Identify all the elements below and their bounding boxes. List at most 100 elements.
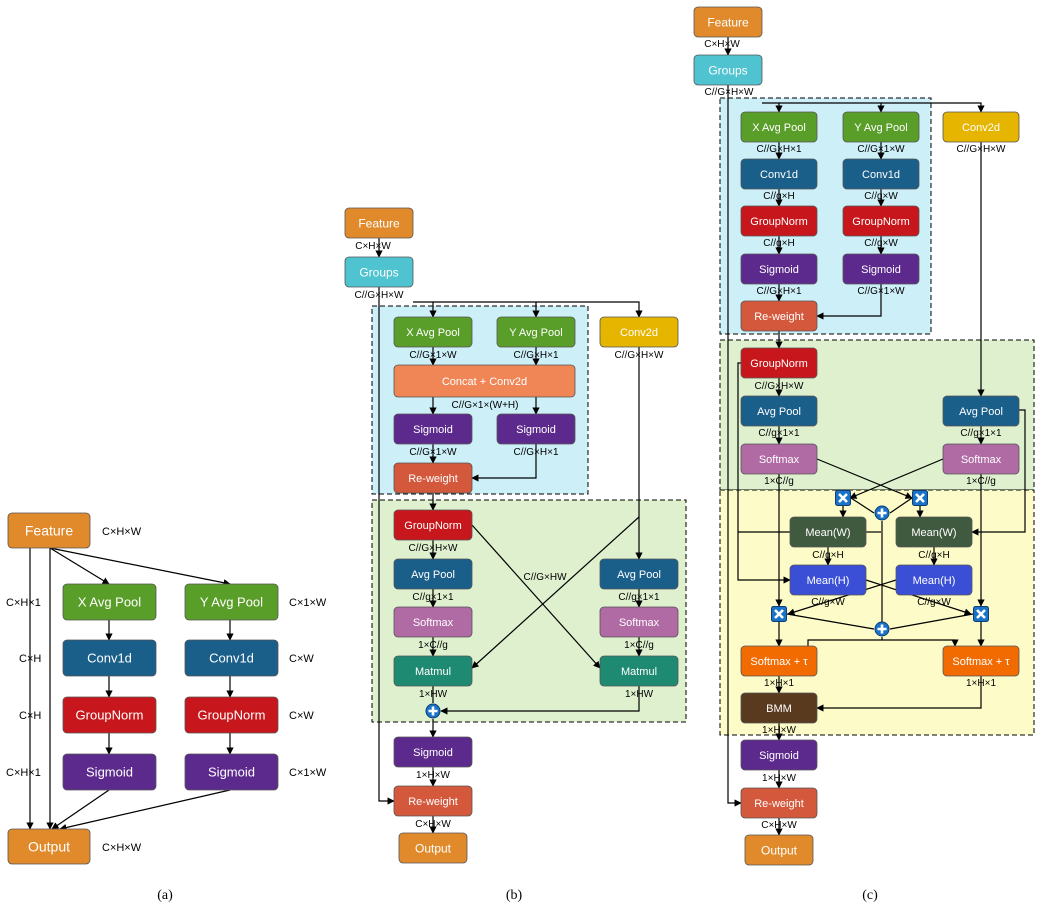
b-feature-label: Feature — [358, 216, 400, 230]
a-conv1d-left-label: Conv1d — [87, 651, 132, 666]
c-mean-w-left: Mean(W) — [789, 516, 867, 548]
b-x-avg-pool: X Avg Pool — [393, 316, 473, 348]
c-softmax-tau-right: Softmax + τ — [942, 645, 1020, 677]
c-sigmoid-bottom: Sigmoid — [740, 739, 818, 771]
b-softmax-right-label: Softmax — [619, 617, 660, 629]
multiply-icon — [835, 490, 851, 506]
b-matmul-left: Matmul — [393, 655, 473, 687]
a-groupnorm-left: GroupNorm — [62, 696, 157, 734]
b-groups-label: Groups — [359, 265, 398, 279]
b-dim-feature: C×H×W — [355, 241, 391, 252]
b-matmul-left-label: Matmul — [415, 666, 451, 678]
b-dim-groups: C//G×H×W — [355, 290, 404, 301]
arrow — [51, 789, 110, 830]
b-dim-mat-right: 1×HW — [625, 689, 654, 700]
b-avgpool-left: Avg Pool — [393, 558, 473, 590]
a-groupnorm-right-label: GroupNorm — [198, 708, 266, 723]
b-dim-soft-left: 1×C//g — [418, 640, 448, 651]
b-sigmoid-bottom-label: Sigmoid — [413, 747, 453, 759]
a-dim-left-conv: C×H — [19, 653, 41, 665]
a-y-avg-pool-label: Y Avg Pool — [200, 595, 263, 610]
a-dim-right-sig: C×1×W — [289, 767, 327, 779]
c-dim-meanh-right: C//g×W — [917, 597, 951, 608]
c-softmax-tau-right-label: Softmax + τ — [952, 656, 1010, 668]
b-reweight-bottom-label: Re-weight — [408, 796, 458, 808]
c-dim-avg-right: C//g×1×1 — [960, 428, 1002, 439]
c-sigmoid-right: Sigmoid — [842, 253, 920, 285]
c-avgpool-right-label: Avg Pool — [959, 406, 1003, 418]
c-y-avg-pool-label: Y Avg Pool — [854, 122, 907, 134]
a-dim-right-conv: C×W — [289, 653, 314, 665]
c-conv1d-right-label: Conv1d — [862, 169, 900, 181]
arrow — [440, 686, 640, 715]
b-sigmoid-right-label: Sigmoid — [516, 424, 556, 436]
c-dim-sig-right: C//G×1×W — [857, 286, 905, 297]
c-reweight-bottom: Re-weight — [740, 787, 818, 819]
multiply-icon — [973, 606, 989, 622]
a-dim-left-sig: C×H×1 — [6, 767, 41, 779]
c-mean-w-left-label: Mean(W) — [805, 527, 850, 539]
arrow — [889, 497, 913, 514]
caption-a: (a) — [157, 888, 173, 903]
c-softmax-left-label: Softmax — [759, 454, 800, 466]
c-conv2d: Conv2d — [942, 111, 1020, 143]
a-dim-right-pool: C×1×W — [289, 597, 327, 609]
c-groupnorm-left: GroupNorm — [740, 205, 818, 237]
a-conv1d-left: Conv1d — [62, 639, 157, 677]
b-dim-sig-left: C//G×1×W — [409, 447, 457, 458]
c-softmax-left: Softmax — [740, 443, 818, 475]
c-output-label: Output — [761, 843, 798, 857]
a-output-label: Output — [28, 839, 70, 855]
c-bmm-label: BMM — [766, 703, 792, 715]
b-reweight-top: Re-weight — [393, 462, 473, 494]
c-dim-conv2d: C//G×H×W — [957, 144, 1006, 155]
b-feature: Feature — [344, 207, 414, 239]
c-x-avg-pool: X Avg Pool — [740, 111, 818, 143]
arrows — [26, 37, 1026, 836]
arrow — [727, 85, 742, 807]
b-x-avg-pool-label: X Avg Pool — [406, 327, 460, 339]
b-dim-mat-left: 1×HW — [419, 689, 448, 700]
c-groups-label: Groups — [708, 63, 747, 77]
b-dim-sig-bottom: 1×H×W — [416, 770, 450, 781]
c-dim-sig-left: C//G×H×1 — [756, 286, 801, 297]
arrow — [865, 579, 972, 616]
c-groups: Groups — [693, 54, 763, 86]
plus-icon — [874, 621, 890, 637]
a-dim-feature: C×H×W — [102, 526, 142, 538]
b-dim-conv2d: C//G×H×W — [615, 350, 664, 361]
a-sigmoid-left: Sigmoid — [62, 753, 157, 791]
a-feature-label: Feature — [25, 523, 73, 539]
a-dim-output: C×H×W — [102, 842, 142, 854]
c-feature-label: Feature — [707, 15, 749, 29]
arrow — [471, 444, 537, 482]
c-dim-sig-bottom: 1×H×W — [762, 773, 796, 784]
c-dim-gn-left: C//g×H — [763, 238, 794, 249]
b-dim-soft-right: 1×C//g — [624, 640, 654, 651]
arrow — [881, 102, 985, 113]
c-reweight-top-label: Re-weight — [754, 311, 804, 323]
arrow — [49, 547, 231, 587]
c-conv2d-label: Conv2d — [962, 122, 1000, 134]
c-avgpool-left-label: Avg Pool — [757, 406, 801, 418]
b-softmax-left-label: Softmax — [413, 617, 454, 629]
c-dim-xpool: C//G×H×1 — [756, 144, 801, 155]
b-dim-gn: C//G×H×W — [409, 543, 458, 554]
plus-icon — [874, 505, 890, 521]
c-output: Output — [744, 834, 814, 866]
c-mean-h-right: Mean(H) — [895, 564, 973, 596]
c-dim-groups: C//G×H×W — [705, 87, 754, 98]
b-groupnorm: GroupNorm — [393, 509, 473, 541]
arrow — [471, 516, 640, 669]
b-y-avg-pool: Y Avg Pool — [496, 316, 576, 348]
b-concat-label: Concat + Conv2d — [442, 376, 527, 388]
b-sigmoid-bottom: Sigmoid — [393, 736, 473, 768]
c-mean-h-left: Mean(H) — [789, 564, 867, 596]
b-dim-ypool: C//G×H×1 — [513, 350, 558, 361]
c-softmax-right-label: Softmax — [961, 454, 1002, 466]
c-conv1d-left: Conv1d — [740, 158, 818, 190]
a-dim-left-gn: C×H — [19, 710, 41, 722]
